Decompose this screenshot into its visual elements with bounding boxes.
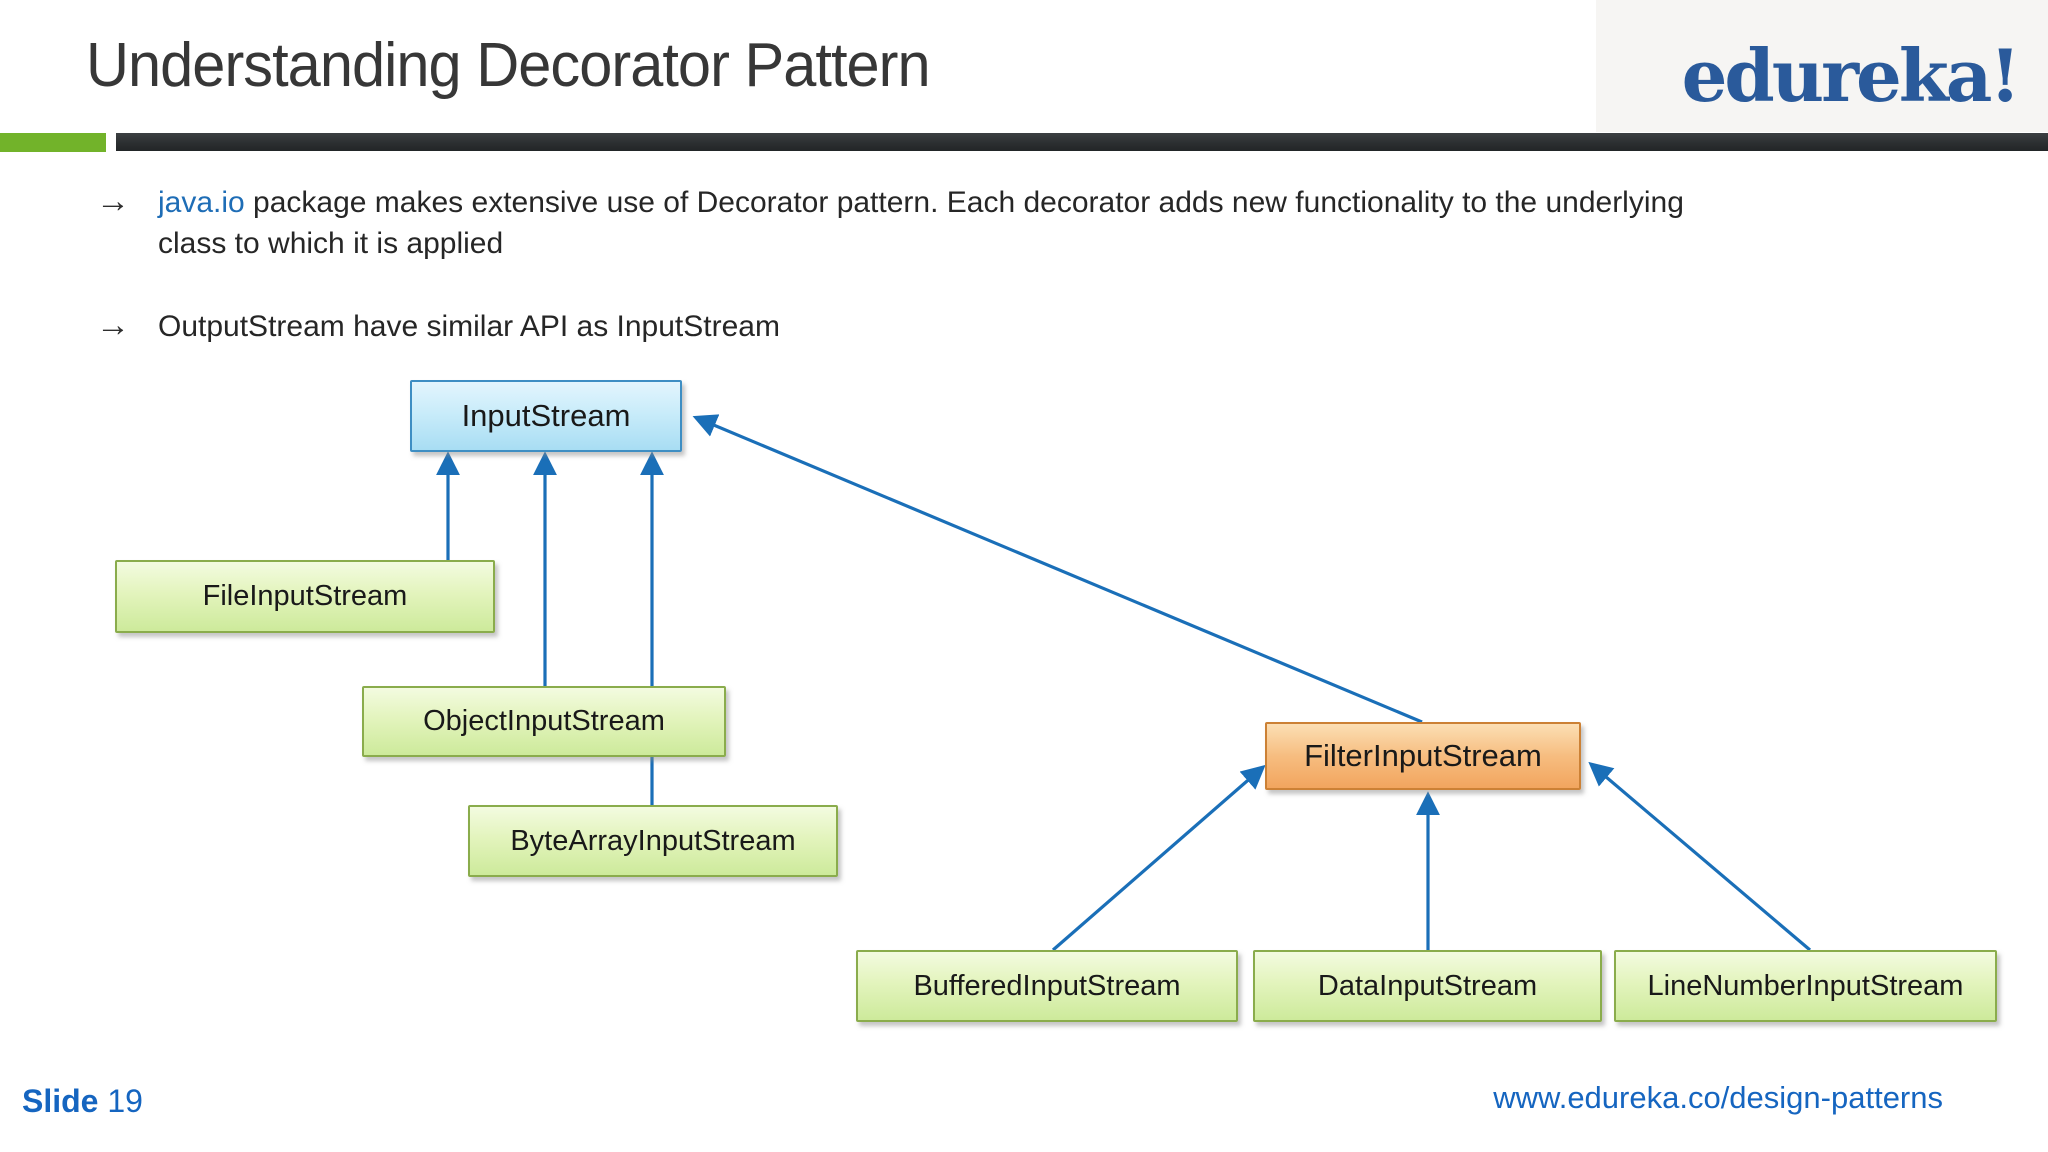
arrow-bullet-icon: → — [96, 306, 130, 344]
class-box-inputstream: InputStream — [410, 380, 682, 452]
class-box-fileinputstream: FileInputStream — [115, 560, 495, 633]
edge-buffered-to-filterinput — [1051, 764, 1266, 952]
page-title: Understanding Decorator Pattern — [86, 31, 931, 100]
class-box-filterinputstream: FilterInputStream — [1265, 722, 1581, 790]
edge-linenumber-to-filterinput — [1588, 761, 1812, 952]
bullet-java-io-line2: class to which it is applied — [158, 227, 504, 261]
class-box-objectinputstream: ObjectInputStream — [362, 686, 726, 757]
bullet-outputstream-text: OutputStream have similar API as InputSt… — [158, 310, 780, 343]
slide-number: Slide 19 — [22, 1083, 143, 1120]
slide-label: Slide — [22, 1083, 99, 1119]
slide-number-value: 19 — [107, 1083, 143, 1119]
bullet-java-io: → java.io package makes extensive use of… — [96, 182, 1888, 264]
accent-bar-green — [0, 133, 106, 152]
arrow-bullet-icon: → — [96, 182, 130, 220]
class-box-bufferedinputstream: BufferedInputStream — [856, 950, 1238, 1022]
class-box-bytearrayinputstream: ByteArrayInputStream — [468, 805, 838, 877]
bullet-java-io-text: java.io package makes extensive use of D… — [158, 182, 1888, 264]
edureka-logo: edureka! — [1681, 33, 2021, 118]
divider-bar-dark — [116, 133, 2048, 151]
logo-backdrop — [1596, 0, 2048, 132]
class-box-datainputstream: DataInputStream — [1253, 950, 1602, 1022]
class-box-linenumberinputstream: LineNumberInputStream — [1614, 950, 1997, 1022]
bullet-java-io-line1: package makes extensive use of Decorator… — [244, 186, 1684, 219]
footer-url-link[interactable]: www.edureka.co/design-patterns — [1493, 1080, 1943, 1115]
bullet-outputstream: → OutputStream have similar API as Input… — [96, 306, 1888, 347]
edge-filterinput-to-inputstream — [692, 414, 1423, 724]
java-io-link[interactable]: java.io — [158, 186, 245, 219]
